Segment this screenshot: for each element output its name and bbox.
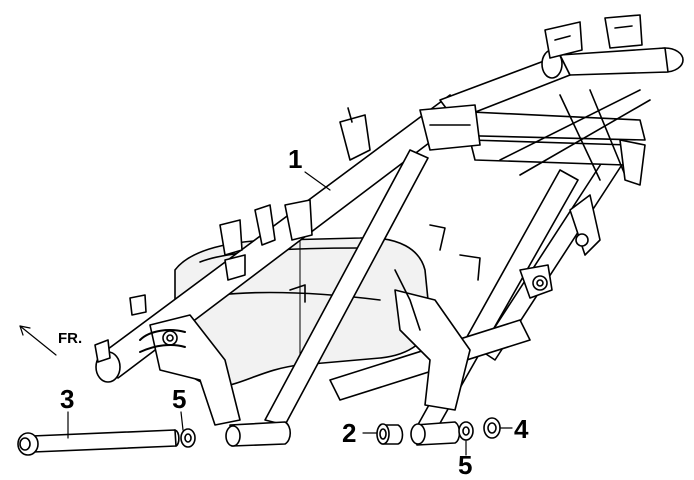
callout-washer-right: 5 xyxy=(458,450,473,480)
top-brackets xyxy=(219,14,643,281)
callout-nut: 4 xyxy=(514,414,529,444)
callout-collar: 2 xyxy=(342,418,357,448)
nut xyxy=(483,417,501,439)
callout-frame: 1 xyxy=(288,144,303,174)
callout-bolt: 3 xyxy=(60,384,75,414)
callout-washer-left: 5 xyxy=(172,384,187,414)
washer-left xyxy=(180,428,196,448)
front-direction-label: FR. xyxy=(58,330,83,347)
bolt xyxy=(17,429,180,456)
leader-1 xyxy=(304,171,331,191)
lower-tab-left xyxy=(229,421,292,447)
washer-right xyxy=(458,421,474,441)
front-arrow-icon xyxy=(19,325,57,356)
main-frame xyxy=(94,14,684,447)
mount-plate-rear xyxy=(394,289,471,411)
collar xyxy=(376,423,404,445)
leader-5-left xyxy=(180,411,184,431)
leader-lines xyxy=(67,171,513,456)
